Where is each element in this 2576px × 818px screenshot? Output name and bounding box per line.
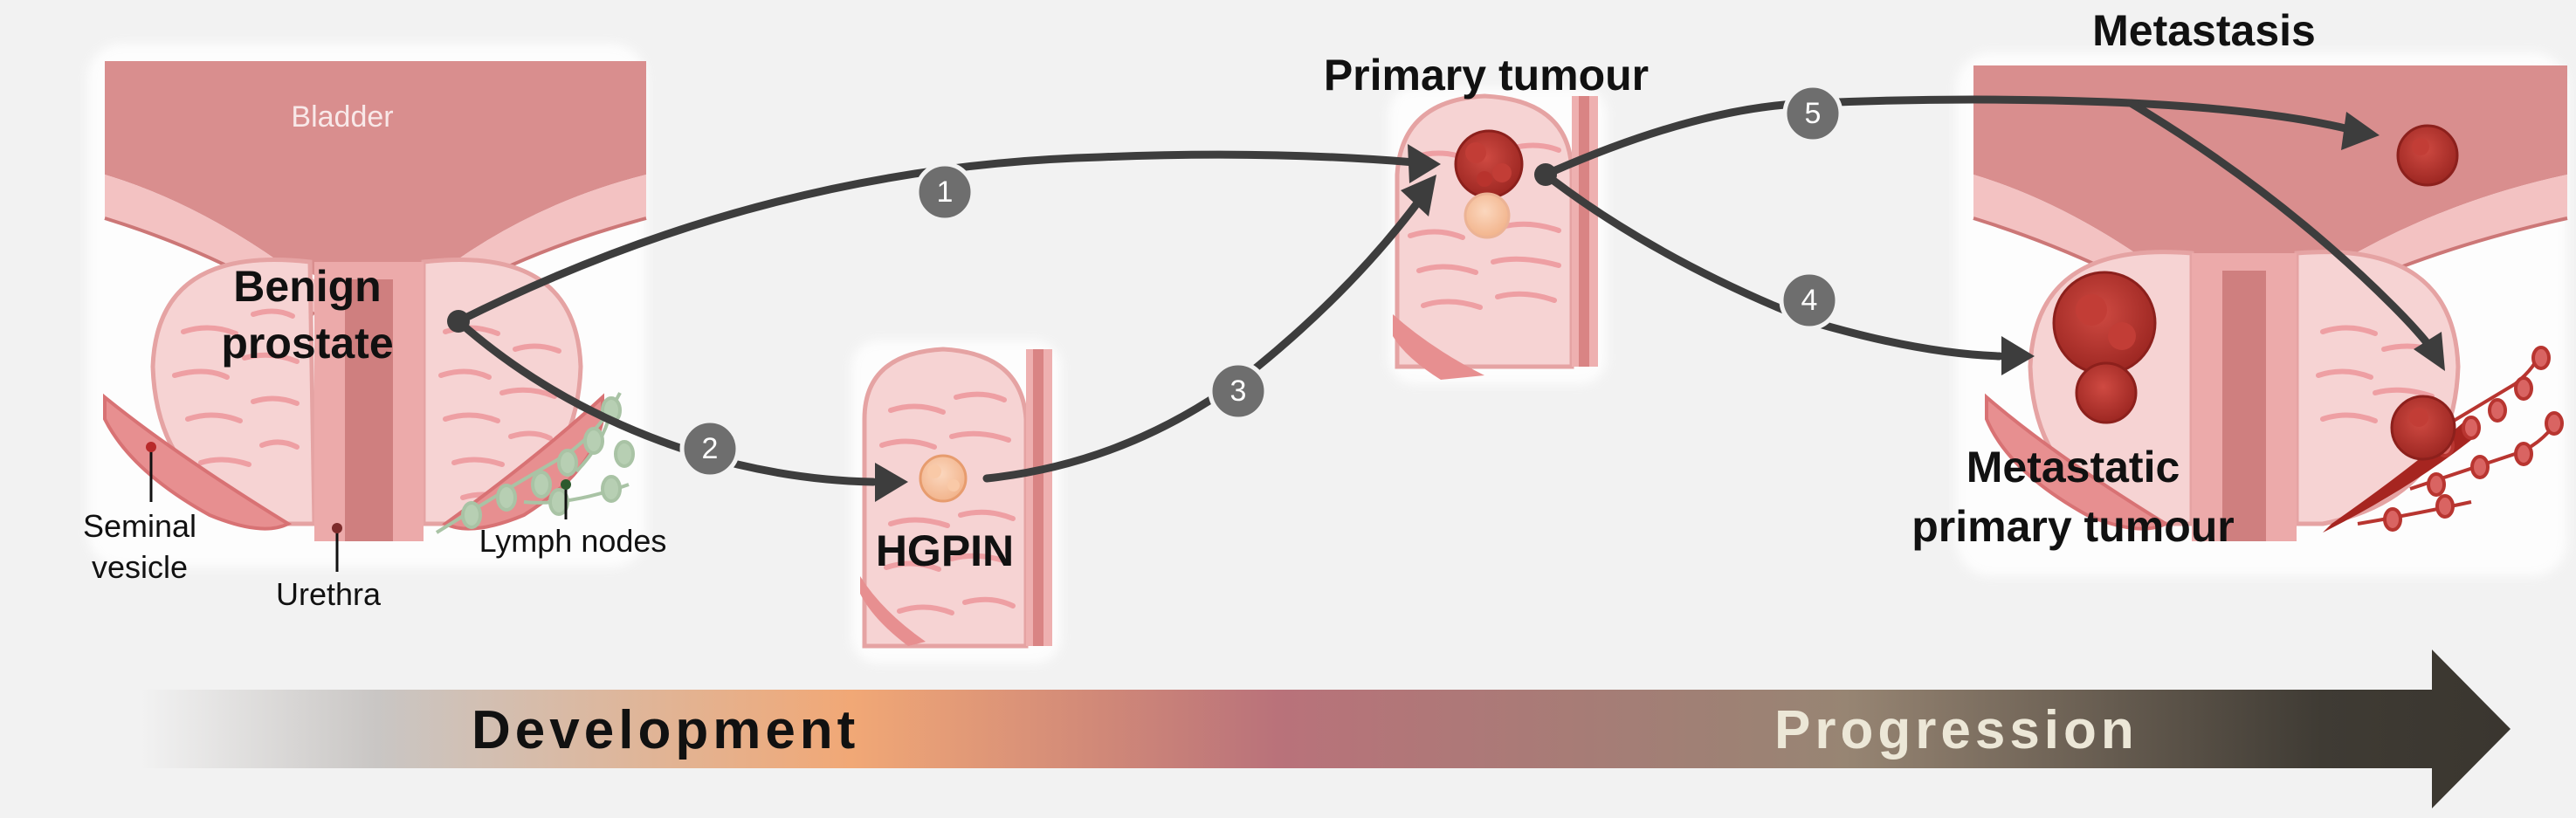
arrow-4 xyxy=(1541,170,2004,361)
prostate-gland-texture xyxy=(172,308,561,502)
label-pointers xyxy=(149,447,568,572)
benign-prostate-label-line2: prostate xyxy=(221,319,393,368)
svg-text:5: 5 xyxy=(1805,97,1822,130)
svg-text:4: 4 xyxy=(1801,284,1818,317)
svg-text:1: 1 xyxy=(937,175,954,209)
arrow-branch-dot xyxy=(1534,163,1557,186)
arrow-origin-dot xyxy=(447,310,470,333)
development-progression-banner: Development Progression xyxy=(140,650,2511,808)
bladder-label: Bladder xyxy=(291,100,393,134)
metastasis-label: Metastasis xyxy=(2092,6,2316,55)
benign-prostate-label-line1: Benign xyxy=(233,262,381,311)
lymph-nodes-label: Lymph nodes xyxy=(479,523,667,559)
seminal-vesicle-label-line2: vesicle xyxy=(92,549,188,585)
development-label: Development xyxy=(472,700,859,760)
hgpin-panel xyxy=(851,340,1061,663)
arrow-1 xyxy=(454,150,1419,326)
step-marker-1: 1 xyxy=(914,162,975,223)
progression-label: Progression xyxy=(1774,700,2139,760)
step-markers: 1 2 3 4 5 xyxy=(679,83,1843,479)
arrow-3 xyxy=(982,196,1423,483)
metastatic-primary-tumour-label-line2: primary tumour xyxy=(1911,502,2235,551)
seminal-vesicle-label-line1: Seminal xyxy=(83,508,196,544)
urethra-label: Urethra xyxy=(276,576,382,612)
arrow-5-branch xyxy=(2126,99,2436,354)
hgpin-lesion xyxy=(919,454,968,503)
svg-text:2: 2 xyxy=(702,432,719,465)
arrow-heads xyxy=(875,112,2445,502)
arrow-5 xyxy=(1541,95,2353,179)
step-marker-2: 2 xyxy=(679,418,740,479)
metastatic-tumours xyxy=(2052,124,2459,461)
primary-tumour-mass xyxy=(1454,129,1524,239)
primary-tumour-panel xyxy=(1388,87,1607,384)
primary-tumour-label: Primary tumour xyxy=(1324,51,1649,100)
metastatic-primary-tumour-label-line1: Metastatic xyxy=(1966,443,2180,491)
step-marker-3: 3 xyxy=(1208,361,1269,422)
svg-text:3: 3 xyxy=(1230,375,1247,408)
hgpin-label: HGPIN xyxy=(876,526,1014,575)
step-marker-4: 4 xyxy=(1779,270,1840,331)
metastasis-panel xyxy=(1956,52,2568,576)
step-marker-5: 5 xyxy=(1782,83,1843,144)
